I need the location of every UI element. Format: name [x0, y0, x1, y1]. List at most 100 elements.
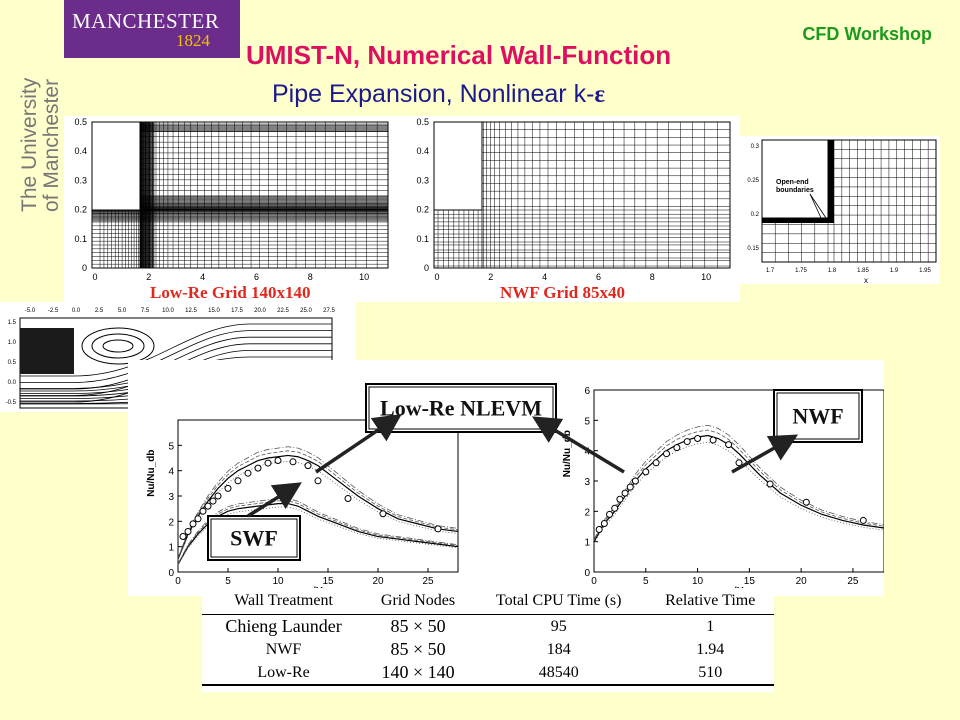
nu-data-point: [859, 516, 867, 524]
grid-x-tick: 8: [650, 272, 655, 282]
slide-title: UMIST-N, Numerical Wall-Function: [246, 40, 672, 70]
header-grid-nodes: Grid Nodes: [365, 588, 471, 615]
streamline-top-tick: 22.5: [277, 308, 289, 314]
grid-x-tick: 2: [488, 272, 493, 282]
nu-data-point: [642, 468, 650, 476]
nu-data-point: [379, 510, 387, 518]
grid-y-tick: 0.2: [416, 205, 429, 215]
nu-y-tick: 1: [168, 543, 174, 554]
grid-y-tick: 0.5: [416, 117, 429, 127]
table-cell: 184: [546, 640, 571, 658]
nu-data-point: [204, 502, 212, 510]
nu-data-point: [766, 480, 774, 488]
nu-data-point: [611, 504, 619, 512]
nu-data-point: [725, 441, 733, 449]
nu-x-tick: 5: [643, 576, 649, 587]
table-cell: 1.94: [696, 640, 725, 658]
nu-y-tick: 4: [584, 447, 590, 458]
grid-x-tick: 6: [596, 272, 601, 282]
logo-name: MANCHESTER: [72, 9, 220, 33]
streamline-top-tick: 5.0: [118, 308, 127, 314]
nu-y-tick: 3: [584, 477, 590, 488]
streamline-top-tick: 17.5: [231, 308, 243, 314]
table-row: Chieng Launder 85 × 50 95 1: [202, 615, 774, 639]
low-re-grid-label: Low-Re Grid 140x140: [150, 283, 311, 302]
grid-x-tick: 10: [701, 272, 711, 282]
streamline-top-tick: 27.5: [323, 308, 335, 314]
nu-series-variant: [593, 441, 885, 544]
epsilon-symbol: ε: [594, 81, 606, 108]
nwf-box: [773, 389, 863, 443]
streamline-top-tick: 2.5: [95, 308, 104, 314]
nu-data-point: [224, 484, 232, 492]
nu-y-tick: 2: [584, 507, 590, 518]
inset-x-tick: 1.85: [857, 268, 869, 274]
inset-x-tick: 1.8: [828, 268, 837, 274]
nu-data-point: [683, 438, 691, 446]
grid-x-tick: 10: [359, 272, 369, 282]
table-cell: 510: [646, 661, 774, 686]
swf-box: [207, 515, 301, 561]
streamline-top-tick: 20.0: [254, 308, 266, 314]
nu-data-point: [199, 507, 207, 515]
nu-data-point: [179, 533, 187, 541]
grid-y-tick: 0.5: [74, 117, 87, 127]
table-cell: Low-Re: [202, 661, 366, 686]
manchester-logo: MANCHESTER 1824: [64, 0, 240, 58]
nwf-grid-label: NWF Grid 85x40: [500, 283, 625, 302]
nu-data-point: [606, 510, 614, 518]
streamline-top-tick: 25.0: [300, 308, 312, 314]
header-wall-treatment: Wall Treatment: [202, 588, 366, 615]
subtitle-text: Pipe Expansion, Nonlinear k-: [272, 80, 595, 108]
nu-y-tick: 5: [584, 416, 590, 427]
table-cell: 85 × 50: [390, 639, 446, 659]
low-re-nlevm-box-label: Low-Re NLEVM: [380, 396, 542, 421]
streamline-top-tick: 0.0: [72, 308, 81, 314]
arrow-low-re-left: [315, 414, 402, 474]
nu-data-point: [626, 483, 634, 491]
nu-x-tick: 25: [847, 576, 859, 587]
grid-y-tick: 0: [82, 263, 87, 273]
nu-y-tick: 0: [584, 568, 590, 579]
nu-data-point: [264, 459, 272, 467]
nu-x-tick: 0: [175, 576, 181, 587]
low-re-step-block: [91, 121, 141, 211]
nu-x-tick: 25: [422, 576, 434, 587]
nu-data-point: [254, 464, 262, 472]
grid-y-tick: 0.2: [74, 205, 87, 215]
grid-y-tick: 0.4: [416, 146, 429, 156]
streamline-left-tick: -0.5: [6, 400, 17, 406]
streamline-top-tick: 7.5: [141, 308, 150, 314]
nu-series-variant: [177, 446, 459, 559]
streamline-top-tick: 12.5: [185, 308, 197, 314]
nu-data-point: [694, 435, 702, 443]
table-cell: 85 × 50: [390, 616, 446, 636]
nu-x-tick: 10: [692, 576, 704, 587]
logo-year: 1824: [176, 31, 210, 50]
inset-x-tick: 1.75: [795, 268, 807, 274]
inset-annotation-2: boundaries: [776, 187, 814, 194]
nu-series-variant: [177, 500, 459, 565]
grid-x-tick: 2: [146, 272, 151, 282]
nu-data-point: [194, 515, 202, 523]
inset-y-tick: 0.25: [747, 178, 759, 184]
nu-y-tick: 3: [168, 492, 174, 503]
nu-y-tick: 1: [584, 538, 590, 549]
grid-y-tick: 0.4: [74, 146, 87, 156]
streamline-left-tick: 1.5: [8, 320, 17, 326]
nu-x-tick: 5: [225, 576, 231, 587]
grid-y-tick: 0.3: [416, 175, 429, 185]
nu-data-point: [709, 436, 717, 444]
nu-series-variant: [593, 424, 885, 540]
streamline-left-tick: 0.0: [8, 380, 17, 386]
nu-data-point: [289, 458, 297, 466]
nu-ylabel: Nu/Nu_db: [562, 430, 573, 477]
grid-x-tick: 0: [92, 272, 97, 282]
nu-data-point: [209, 497, 217, 505]
workshop-label: CFD Workshop: [802, 24, 932, 44]
slide-subtitle: Pipe Expansion, Nonlinear k-ε: [272, 80, 605, 109]
nu-data-point: [304, 462, 312, 470]
grid-y-tick: 0.3: [74, 175, 87, 185]
nu-x-tick: 20: [796, 576, 808, 587]
